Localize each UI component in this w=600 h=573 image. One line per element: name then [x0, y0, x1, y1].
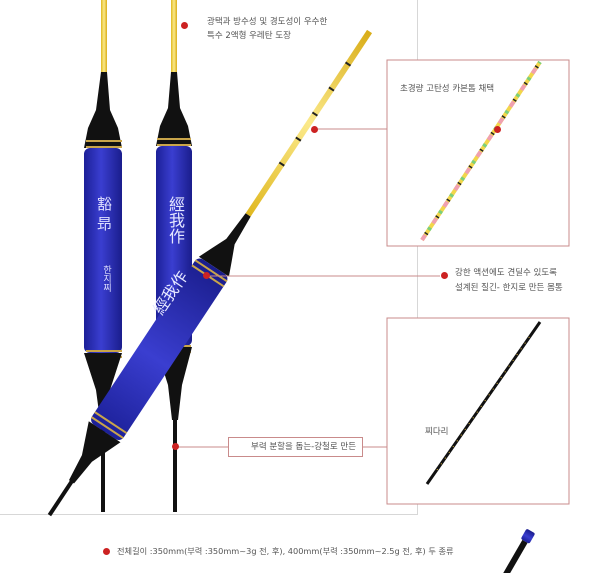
diagonal-float-top-cone: [198, 213, 251, 277]
callout-coating-line1: 광택과 방수성 및 경도성이 우수한: [207, 17, 328, 27]
callout-body-marker-b: [441, 272, 448, 279]
callout-steel-box: 부력 분할을 돕는-강철로 만든: [228, 437, 363, 457]
callout-carbon-marker-a: [311, 126, 318, 133]
left-float-label: 豁 昻: [95, 196, 113, 231]
left-float-bottom-cone: [84, 353, 122, 420]
callout-carbon-marker-b: [494, 126, 501, 133]
callout-coating-line2: 특수 2액형 우레탄 도장: [207, 31, 291, 41]
carbon-top-closeup: [386, 59, 570, 247]
diagonal-float-bottom-cone: [68, 421, 121, 484]
footer-spec-text: 전체길이 :350mm(부력 :350mm~3g 전, 후), 400mm(부력…: [117, 546, 454, 556]
diagonal-float-leg: [47, 479, 75, 517]
middle-float-top-cone: [156, 72, 192, 146]
left-float-sub-label: 한지찌: [101, 265, 111, 292]
diagonal-float-tip: [245, 29, 373, 217]
middle-float-label: 經我作: [166, 196, 185, 244]
callout-steel-marker: [172, 443, 179, 450]
middle-float-tip: [171, 0, 177, 72]
middle-float: [156, 0, 192, 512]
image-frame: [0, 0, 418, 515]
callout-leg-label: 찌다리: [425, 427, 449, 437]
footer-spec-marker: [103, 548, 110, 555]
left-float-body: [84, 148, 122, 353]
middle-float-leg: [173, 420, 177, 512]
leg-closeup: [386, 317, 570, 505]
left-float-tip: [101, 0, 107, 72]
footer-float-thumbnail: [502, 529, 535, 573]
left-float-leg: [101, 420, 105, 512]
callout-steel-wire: 부력 분할을 돕는-강철로 만든: [251, 442, 357, 452]
callout-coating-marker: [181, 22, 188, 29]
diagonal-float-body: [91, 258, 228, 440]
callout-body-line1: 강한 액션에도 견딜수 있도록: [455, 268, 557, 278]
left-float-top-cone: [84, 72, 122, 148]
diagonal-float: [47, 29, 373, 517]
left-float: [84, 0, 122, 512]
callout-body-line2: 설계된 질긴- 한지로 만든 몸통: [455, 283, 563, 293]
callout-carbon-top: 초경량 고탄성 카본톱 채택: [400, 84, 495, 94]
callout-body-marker-a: [203, 272, 210, 279]
